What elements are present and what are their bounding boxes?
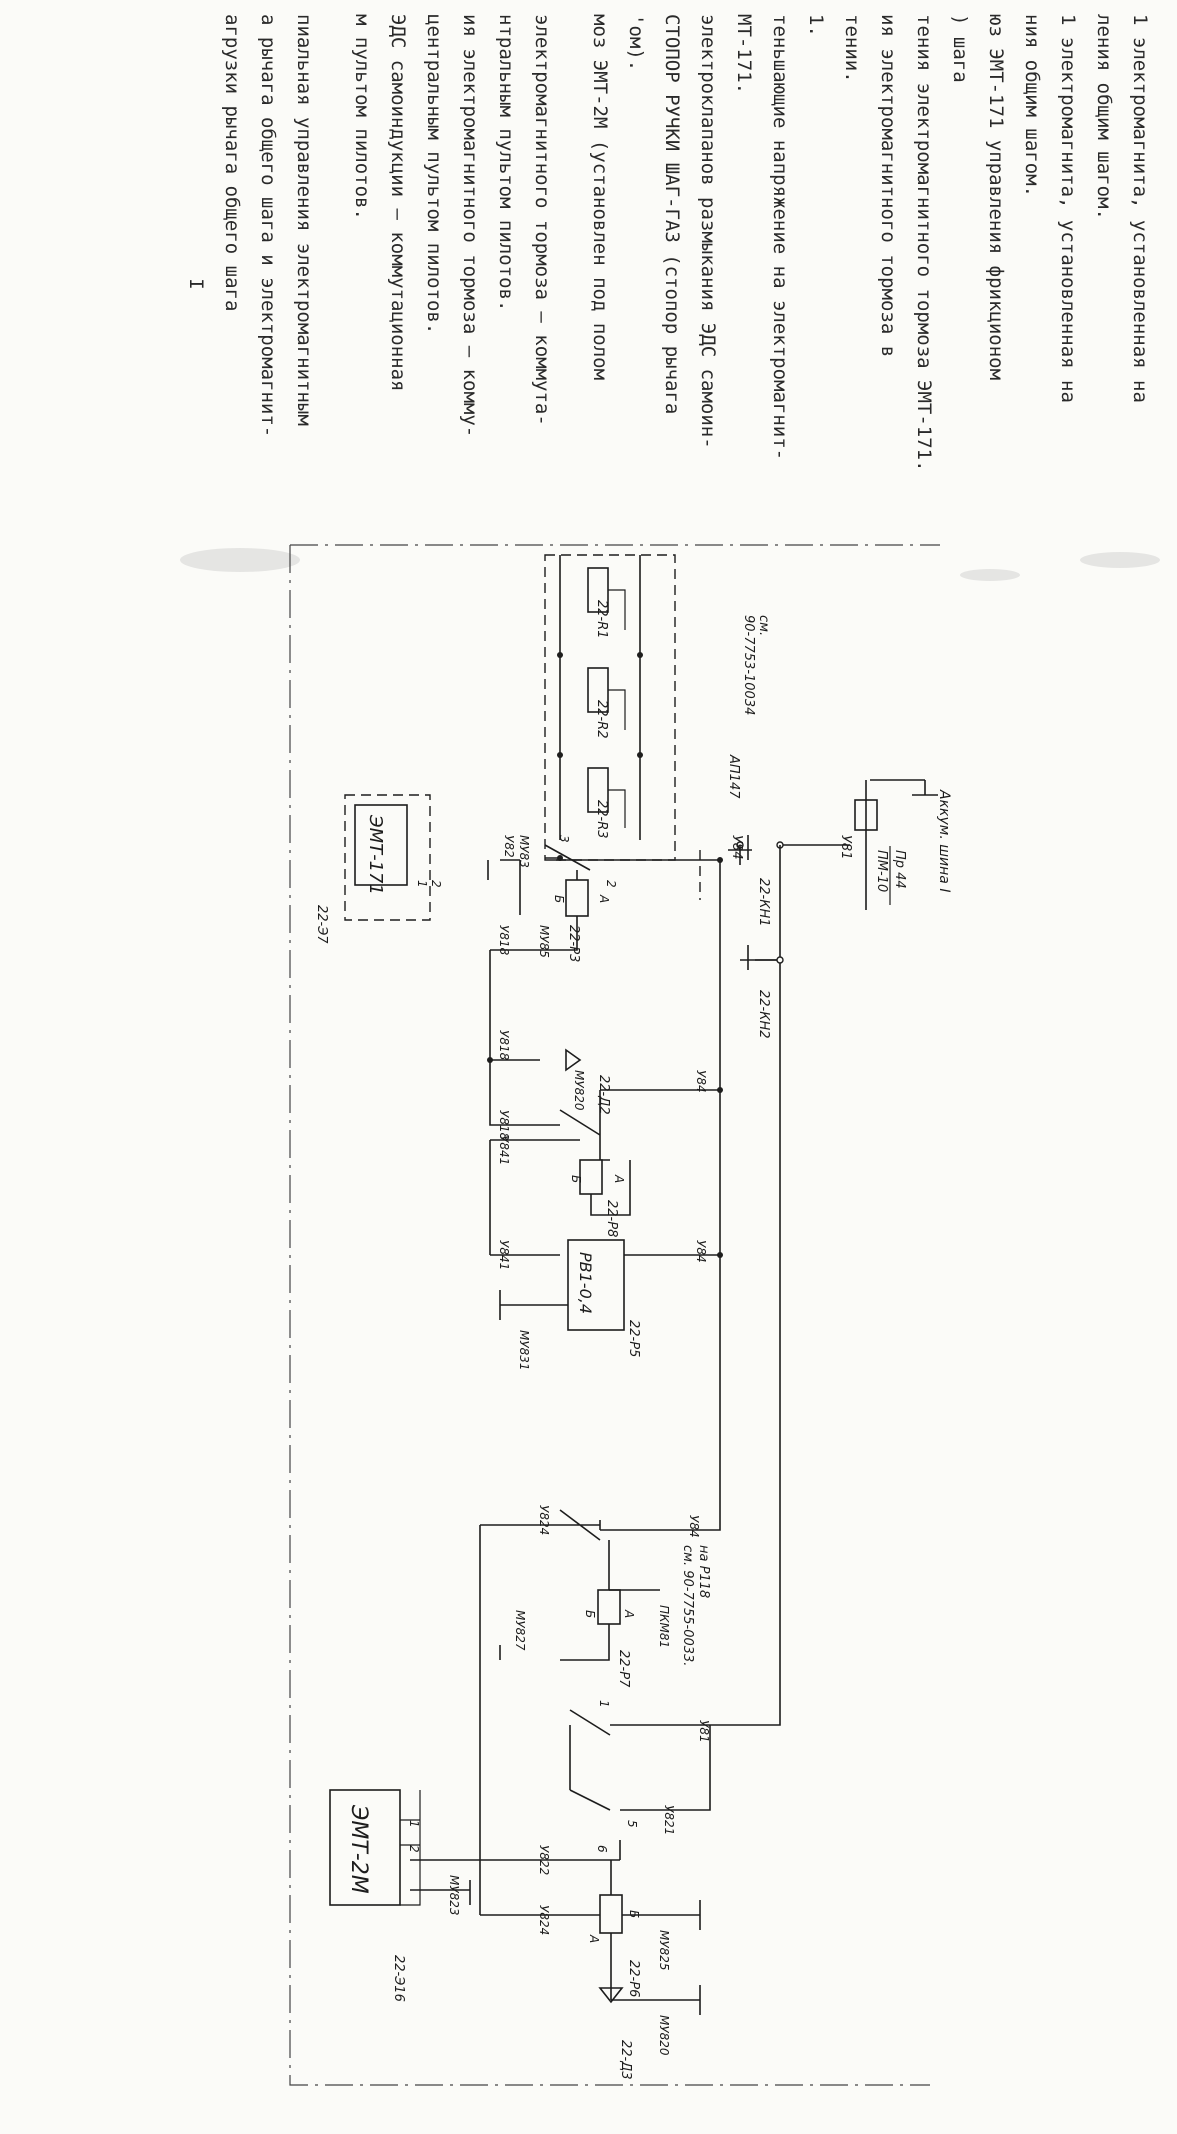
emt171-pin1: 1 xyxy=(415,880,429,888)
emt2m-label: ЭМТ-2М xyxy=(346,1804,371,1894)
d3-label: 22-Д3 xyxy=(618,2040,633,2080)
fuse-label: Пр 44 xyxy=(892,850,907,889)
pin-3: 3 xyxy=(557,835,571,843)
wire-u821-label: У821 xyxy=(662,1805,676,1835)
wire-an147-label: АП147 xyxy=(726,754,741,799)
wire-mu820-label: МУ820 xyxy=(572,1070,586,1111)
wire-u824-label-b: У824 xyxy=(537,1905,551,1935)
emt2m-pin1: 1 xyxy=(407,1820,421,1828)
wire-mu85-label: МУ85 xyxy=(537,925,551,958)
see-r118-label: см. 90-7755-0033. xyxy=(680,1545,695,1666)
emt171-device: У82 МУ83 ЭМТ-171 1 2 22-Э7 xyxy=(314,794,531,944)
rv-label: РВ1-0,4 xyxy=(576,1252,595,1314)
u81-return: У81 1 xyxy=(569,1530,781,1743)
d2-label: 22-Д2 xyxy=(596,1075,611,1115)
p7-label: 22-Р7 xyxy=(616,1650,631,1688)
wire-u84-label-d: У84 xyxy=(687,1515,701,1538)
button-kn1: 22-КН1 xyxy=(699,835,771,927)
e316-label: 22-Э16 xyxy=(391,1955,406,2002)
relay-p7-coil-box xyxy=(597,1589,621,1625)
p7-pin-b: Б xyxy=(583,1610,597,1618)
scan-smudges xyxy=(180,548,1160,581)
wire-mu823-label: МУ823 xyxy=(447,1875,461,1916)
relay-p6: У821 5 У822 6 У824 Б А МУ825 22-Р6 xyxy=(480,1725,711,1997)
emt171-pin2: 2 xyxy=(429,880,443,888)
relay-p8: У818 А Б 22-Р8 У84 У841 xyxy=(489,1060,720,1256)
relay-p3-coil: А Б 22-Р3 У818 МУ85 xyxy=(489,870,611,1060)
wire-pkm81-label: ПКМ81 xyxy=(657,1605,671,1648)
p6-pin-a: А xyxy=(587,1934,601,1943)
wire-mu825-label: МУ825 xyxy=(657,1930,671,1971)
p5-label: 22-Р5 xyxy=(626,1320,641,1357)
p3-pin-b: Б xyxy=(552,895,566,903)
see-note-b: 90-7753-10034 xyxy=(741,615,756,715)
wire-u841-label-b: У841 xyxy=(497,1240,511,1270)
emt2m-device: МУ823 ЭМТ-2М 1 2 22-Э16 xyxy=(329,1789,481,2002)
diode-d2: У818 МУ820 22-Д2 xyxy=(487,1030,611,1115)
emt2m-pin2: 2 xyxy=(407,1845,421,1853)
wire-u84-label-c: У84 xyxy=(694,1240,708,1263)
na-r118-label: на Р118 xyxy=(696,1545,711,1598)
wire-u841-label-a: У841 xyxy=(497,1135,511,1165)
fuse-type-label: ПМ-10 xyxy=(874,850,889,892)
kn2-label: 22-КН2 xyxy=(756,990,771,1039)
e37-label: 22-Э7 xyxy=(314,905,329,944)
p6-contact-pin-1: 1 xyxy=(597,1700,611,1708)
p8-pin-b: Б xyxy=(569,1175,583,1183)
button-kn2: 22-КН2 xyxy=(747,945,784,1039)
power-input: Аккум. шина I Пр 44 ПМ-10 У81 xyxy=(736,779,952,1530)
relay-p6-coil-box xyxy=(599,1894,623,1934)
wire-u818-label-c: У818 xyxy=(497,1110,511,1141)
pin-2: 2 xyxy=(604,880,618,888)
reference-note-top: см. 90-7753-10034 АП147 xyxy=(726,615,771,799)
p6-contact-pin-6: 6 xyxy=(595,1845,609,1853)
resistor-bank: 22-R1 22-R2 22-R3 xyxy=(544,554,676,861)
emt171-box xyxy=(354,804,408,886)
relay-p3-coil-box xyxy=(565,879,589,917)
wire-u84-label: У84 xyxy=(729,835,744,859)
wire-mu827-label: МУ827 xyxy=(513,1610,527,1651)
kn1-label: 22-КН1 xyxy=(756,878,771,927)
wire-u84-label-b: У84 xyxy=(694,1070,708,1093)
wire-mu820-label-b: МУ820 xyxy=(657,2015,671,2056)
emt2m-box xyxy=(329,1789,401,1906)
p8-pin-a: А xyxy=(612,1174,626,1183)
wire-u81-label-b: У81 xyxy=(697,1720,711,1743)
see-note-a: см. xyxy=(756,615,771,636)
wire-mu831-label: МУ831 xyxy=(517,1330,531,1371)
wire-u81-label: У81 xyxy=(838,835,853,859)
wire-u818-label-a: У818 xyxy=(497,925,511,956)
p6-label: 22-Р6 xyxy=(626,1960,641,1997)
r3-label: 22-R3 xyxy=(594,800,609,839)
p3-label: 22-Р3 xyxy=(566,925,581,962)
wire-u824-label-a: У824 xyxy=(537,1505,551,1535)
relay-p3-contact: 3 2 xyxy=(500,835,618,888)
diode-d3: МУ820 22-Д3 xyxy=(598,1985,701,2080)
p3-pin-a: А xyxy=(597,894,611,903)
relay-p7: У824 А Б 22-Р7 МУ827 ПКМ81 на Р118 см. 9… xyxy=(479,1505,711,1860)
r1-label: 22-R1 xyxy=(594,600,609,639)
p6-contact-pin-5: 5 xyxy=(625,1820,639,1828)
schematic-frame xyxy=(289,544,940,2086)
wire-u822-label: У822 xyxy=(537,1845,551,1875)
emt171-label: ЭМТ-171 xyxy=(365,814,386,895)
p6-pin-b: Б xyxy=(627,1910,641,1918)
wire-u818-label-b: У818 xyxy=(497,1030,511,1061)
r2-label: 22-R2 xyxy=(594,700,609,739)
rv-box xyxy=(567,1239,625,1331)
p7-pin-a: А xyxy=(622,1609,636,1618)
wire-u82-label: У82 xyxy=(502,835,516,858)
p8-label: 22-Р8 xyxy=(604,1200,619,1237)
time-relay-rv: РВ1-0,4 У841 У84 МУ831 22-Р5 xyxy=(497,1239,720,1371)
accum-bus-label: Аккум. шина I xyxy=(936,789,952,892)
wire-mu83-label: МУ83 xyxy=(517,835,531,868)
